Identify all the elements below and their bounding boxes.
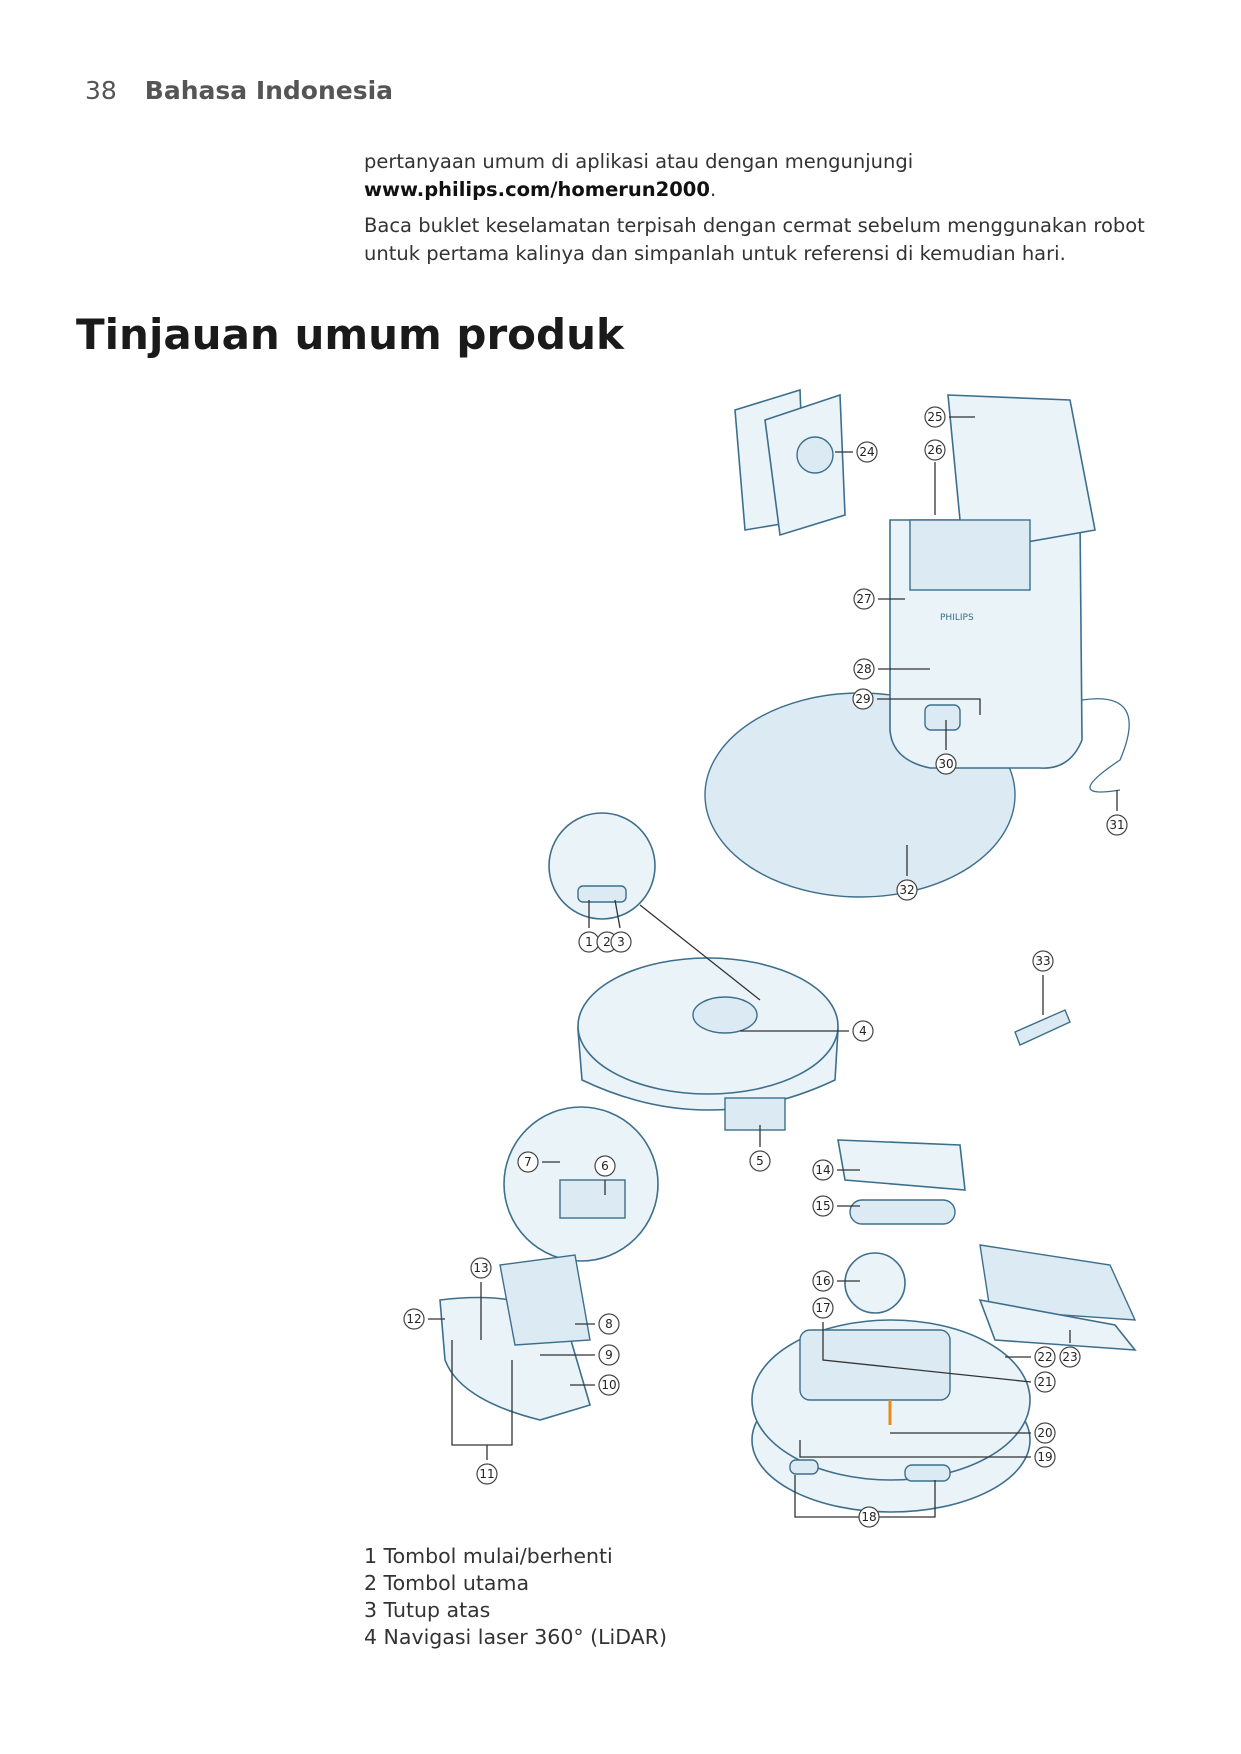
robot-bottom-illustration bbox=[751, 1319, 1031, 1513]
callout-16: 16 bbox=[812, 1270, 834, 1292]
intro-text: pertanyaan umum di aplikasi atau dengan … bbox=[364, 148, 1184, 276]
svg-text:22: 22 bbox=[1037, 1350, 1052, 1364]
svg-text:20: 20 bbox=[1037, 1426, 1052, 1440]
callout-26: 26 bbox=[924, 439, 946, 461]
brush-cover-illustration bbox=[837, 1139, 966, 1191]
parts-legend: 1 Tombol mulai/berhenti 2 Tombol utama 3… bbox=[364, 1543, 667, 1651]
svg-text:29: 29 bbox=[855, 692, 870, 706]
svg-text:17: 17 bbox=[815, 1301, 830, 1315]
callout-5: 5 bbox=[749, 1150, 771, 1172]
page-number: 38 bbox=[85, 76, 117, 105]
button-detail-circle bbox=[548, 812, 656, 920]
mop-pads-illustration bbox=[979, 1244, 1137, 1321]
intro-paragraph-2: Baca buklet keselamatan terpisah dengan … bbox=[364, 214, 1145, 265]
callout-30: 30 bbox=[935, 753, 957, 775]
section-title: Tinjauan umum produk bbox=[76, 310, 624, 359]
svg-text:13: 13 bbox=[473, 1261, 488, 1275]
legend-item: 1 Tombol mulai/berhenti bbox=[364, 1544, 613, 1568]
svg-text:11: 11 bbox=[479, 1467, 494, 1481]
svg-text:4: 4 bbox=[859, 1024, 867, 1038]
svg-text:28: 28 bbox=[856, 662, 871, 676]
legend-item: 4 Navigasi laser 360° (LiDAR) bbox=[364, 1625, 667, 1649]
svg-text:19: 19 bbox=[1037, 1450, 1052, 1464]
callout-27: 27 bbox=[853, 588, 875, 610]
svg-text:32: 32 bbox=[899, 883, 914, 897]
callout-13: 13 bbox=[470, 1257, 492, 1279]
legend-item: 2 Tombol utama bbox=[364, 1571, 530, 1595]
callout-7: 7 bbox=[517, 1151, 539, 1173]
callout-22: 22 bbox=[1034, 1346, 1056, 1368]
product-overview-diagram: PHILIPS bbox=[403, 388, 1137, 1528]
svg-text:10: 10 bbox=[601, 1378, 616, 1392]
cleaning-tool-illustration bbox=[1014, 1009, 1071, 1046]
callout-8: 8 bbox=[598, 1313, 620, 1335]
docking-station-illustration: PHILIPS bbox=[889, 394, 1130, 793]
callout-17: 17 bbox=[812, 1297, 834, 1319]
svg-text:5: 5 bbox=[756, 1154, 764, 1168]
svg-text:23: 23 bbox=[1062, 1350, 1077, 1364]
robot-top-illustration bbox=[577, 957, 839, 1131]
svg-text:12: 12 bbox=[406, 1312, 421, 1326]
callout-31: 31 bbox=[1106, 814, 1128, 836]
page-header: 38 Bahasa Indonesia bbox=[85, 76, 393, 105]
svg-text:3: 3 bbox=[617, 935, 625, 949]
svg-text:21: 21 bbox=[1037, 1375, 1052, 1389]
brand-label: PHILIPS bbox=[940, 613, 974, 623]
intro-paragraph-1: pertanyaan umum di aplikasi atau dengan … bbox=[364, 148, 1184, 204]
svg-text:31: 31 bbox=[1109, 818, 1124, 832]
svg-text:30: 30 bbox=[938, 757, 953, 771]
svg-text:9: 9 bbox=[605, 1348, 613, 1362]
svg-text:33: 33 bbox=[1035, 954, 1050, 968]
leader-lines bbox=[428, 416, 1118, 1518]
callout-6: 6 bbox=[594, 1155, 616, 1177]
callout-4: 4 bbox=[852, 1020, 874, 1042]
intro-line1: pertanyaan umum di aplikasi atau dengan … bbox=[364, 150, 914, 173]
dust-bags-illustration bbox=[734, 388, 846, 537]
svg-text:18: 18 bbox=[861, 1510, 876, 1524]
callout-12: 12 bbox=[403, 1308, 425, 1330]
main-brush-illustration bbox=[849, 1199, 956, 1225]
callout-28: 28 bbox=[853, 658, 875, 680]
header-language: Bahasa Indonesia bbox=[144, 76, 394, 105]
callout-33: 33 bbox=[1032, 950, 1054, 972]
callout-10: 10 bbox=[598, 1374, 620, 1396]
legend-item: 3 Tutup atas bbox=[364, 1598, 491, 1622]
svg-text:2: 2 bbox=[603, 935, 611, 949]
svg-text:6: 6 bbox=[601, 1159, 609, 1173]
svg-text:1: 1 bbox=[585, 935, 593, 949]
callout-29: 29 bbox=[852, 688, 874, 710]
svg-text:25: 25 bbox=[927, 410, 942, 424]
callout-21: 21 bbox=[1034, 1371, 1056, 1393]
svg-text:16: 16 bbox=[815, 1274, 830, 1288]
callout-32: 32 bbox=[896, 879, 918, 901]
svg-text:15: 15 bbox=[815, 1199, 830, 1213]
svg-text:27: 27 bbox=[856, 592, 871, 606]
callout-20: 20 bbox=[1034, 1422, 1056, 1444]
callout-24: 24 bbox=[856, 441, 878, 463]
callout-3: 3 bbox=[610, 931, 632, 953]
callout-15: 15 bbox=[812, 1195, 834, 1217]
svg-text:24: 24 bbox=[859, 445, 874, 459]
callout-23: 23 bbox=[1059, 1346, 1081, 1368]
callout-11: 11 bbox=[476, 1463, 498, 1485]
callout-9: 9 bbox=[598, 1344, 620, 1366]
url-suffix: . bbox=[709, 178, 717, 201]
svg-text:14: 14 bbox=[815, 1163, 830, 1177]
callout-19: 19 bbox=[1034, 1446, 1056, 1468]
svg-text:26: 26 bbox=[927, 443, 942, 457]
website-link[interactable]: www.philips.com/homerun2000 bbox=[364, 178, 710, 201]
svg-text:7: 7 bbox=[524, 1155, 532, 1169]
callout-14: 14 bbox=[812, 1159, 834, 1181]
callout-1: 1 bbox=[578, 931, 600, 953]
callout-18: 18 bbox=[858, 1506, 880, 1528]
svg-text:8: 8 bbox=[605, 1317, 613, 1331]
callout-25: 25 bbox=[924, 406, 946, 428]
